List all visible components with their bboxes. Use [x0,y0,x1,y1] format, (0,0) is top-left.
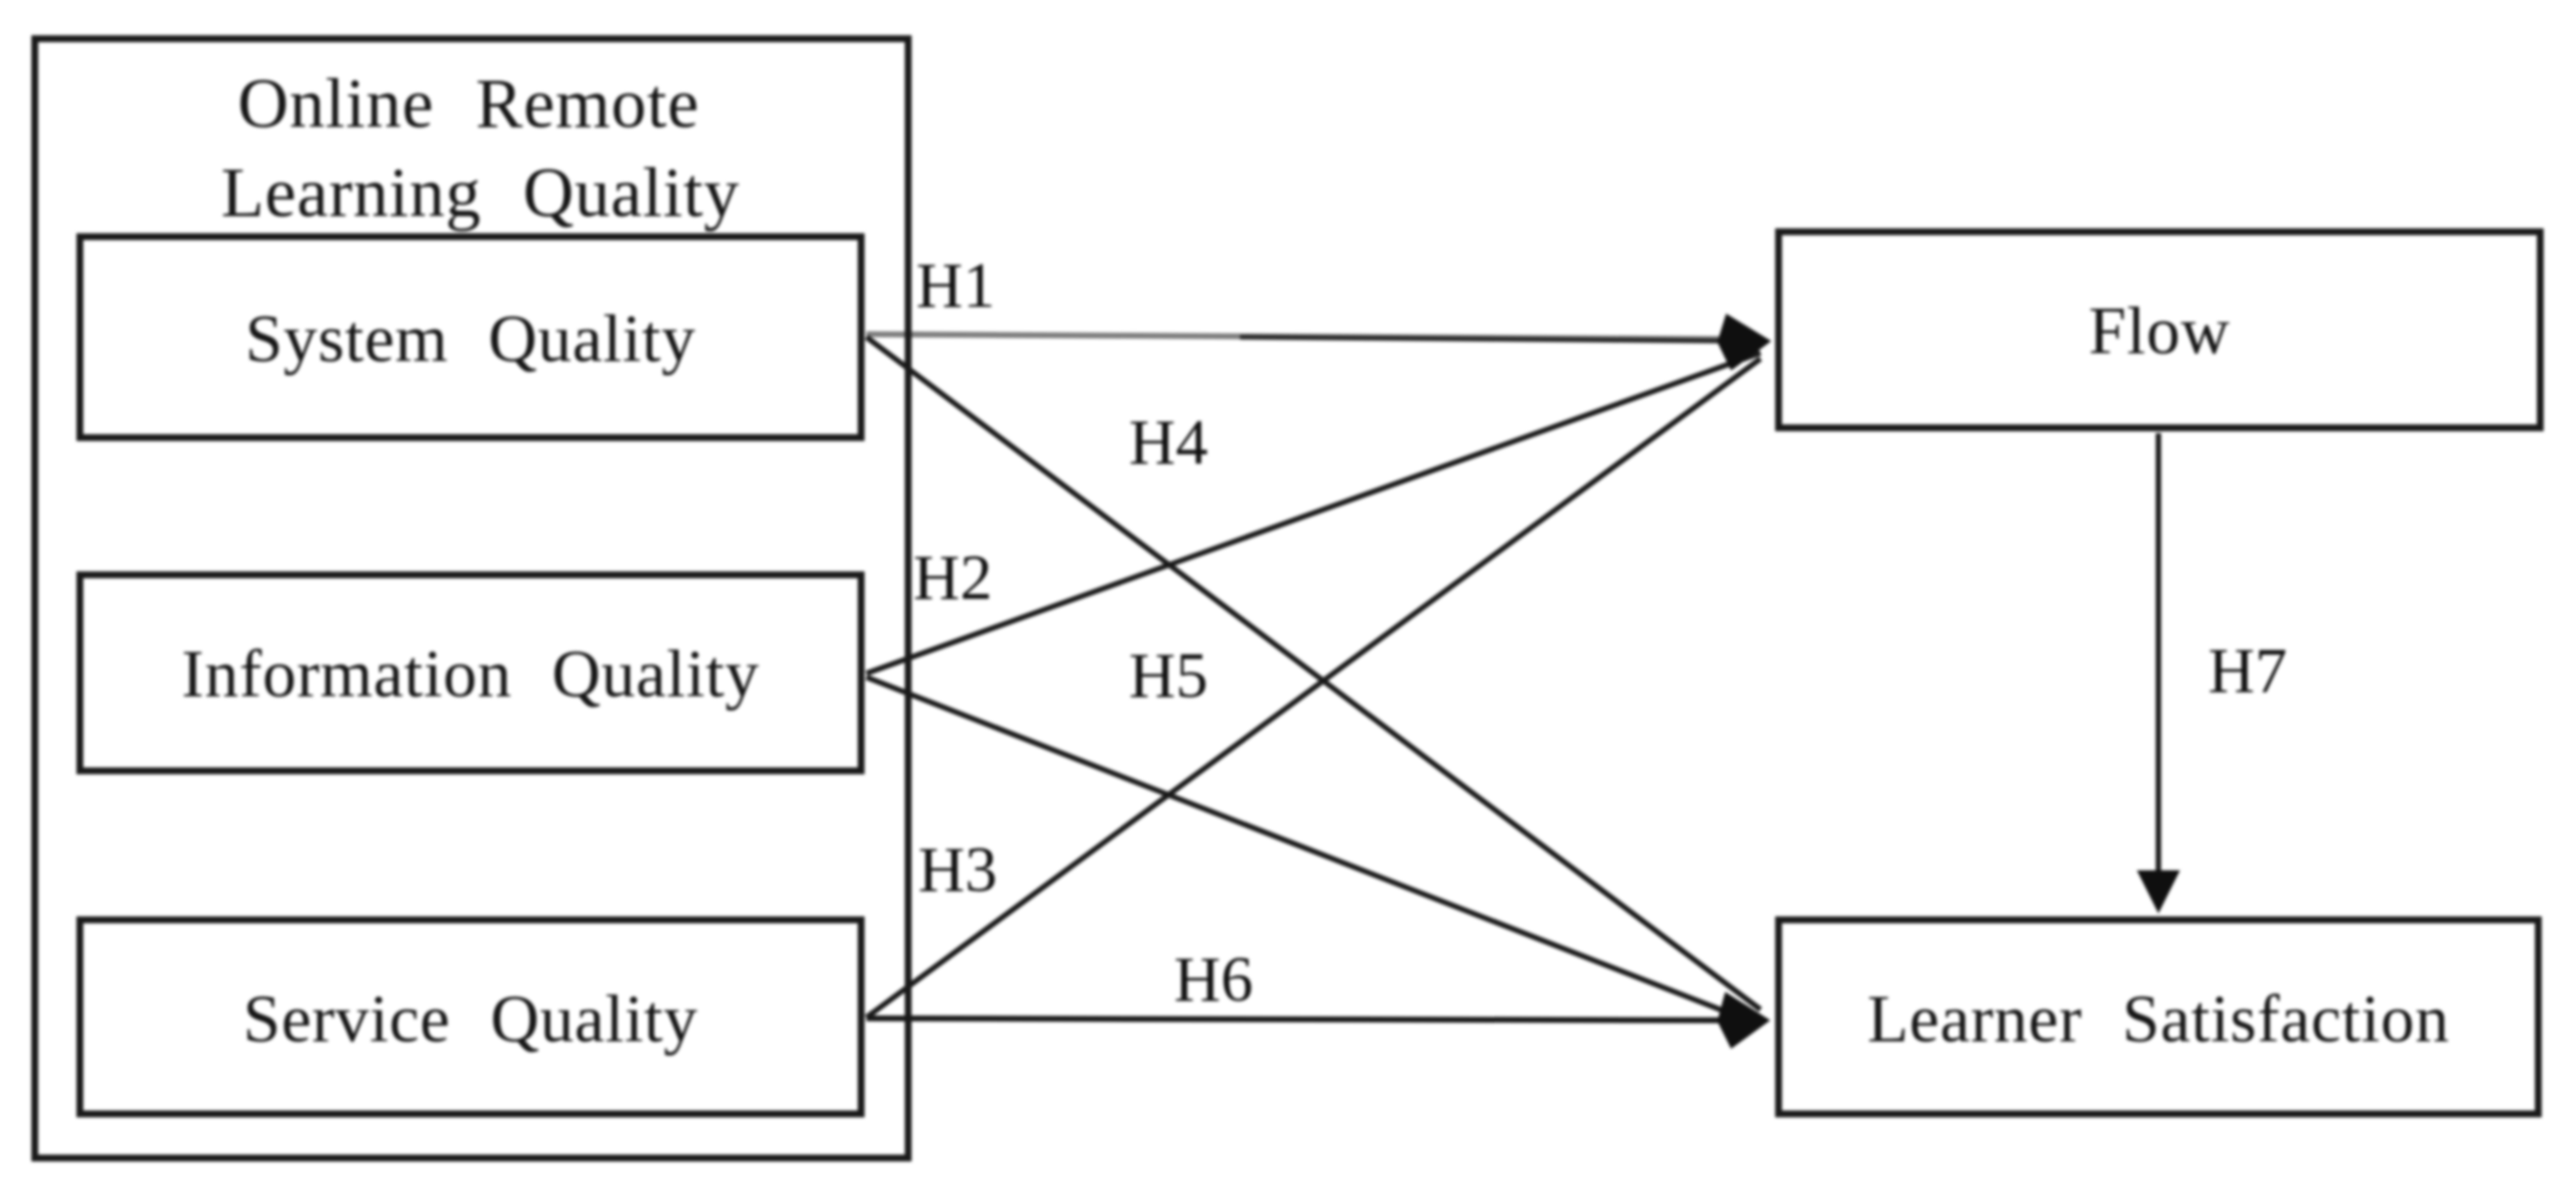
service-quality-label: Service Quality [242,981,699,1057]
flow-label: Flow [2088,293,2231,369]
service-quality-box [76,916,865,1117]
group-title-line2: Learning Quality [221,153,740,232]
h5-arrow-line [866,674,1761,1028]
hypothesis-label-h7: H7 [2207,635,2288,707]
h4-arrow-line [865,334,1762,1012]
learner-satisfaction-label: Learner Satisfaction [1866,981,2451,1057]
hypothesis-label-h2: H2 [913,542,993,614]
learner-satisfaction-arrowhead [1717,992,1770,1049]
system-quality-label: System Quality [245,301,696,376]
information-quality-label: Information Quality [181,636,760,712]
group-title-line1: Online Remote [237,64,700,143]
online-remote-learning-quality-group-box [31,35,912,1161]
hypothesis-label-h1: H1 [916,250,996,321]
h1-arrow-line-dark-segment [1239,334,1738,344]
h2-arrow-line [866,350,1761,676]
h3-arrow-line [865,356,1762,1020]
system-quality-box [76,233,865,441]
flow-arrowhead [1717,314,1771,370]
learner-satisfaction-box [1775,916,2542,1117]
flow-box [1775,228,2544,431]
hypothesis-label-h4: H4 [1128,407,1209,478]
hypothesis-label-h6: H6 [1173,944,1254,1015]
information-quality-box [76,571,865,774]
hypothesis-label-h5: H5 [1128,640,1209,712]
hypothesis-label-h3: H3 [917,834,998,906]
h7-arrowhead [2137,870,2180,913]
h6-arrow-line [866,1015,1738,1023]
